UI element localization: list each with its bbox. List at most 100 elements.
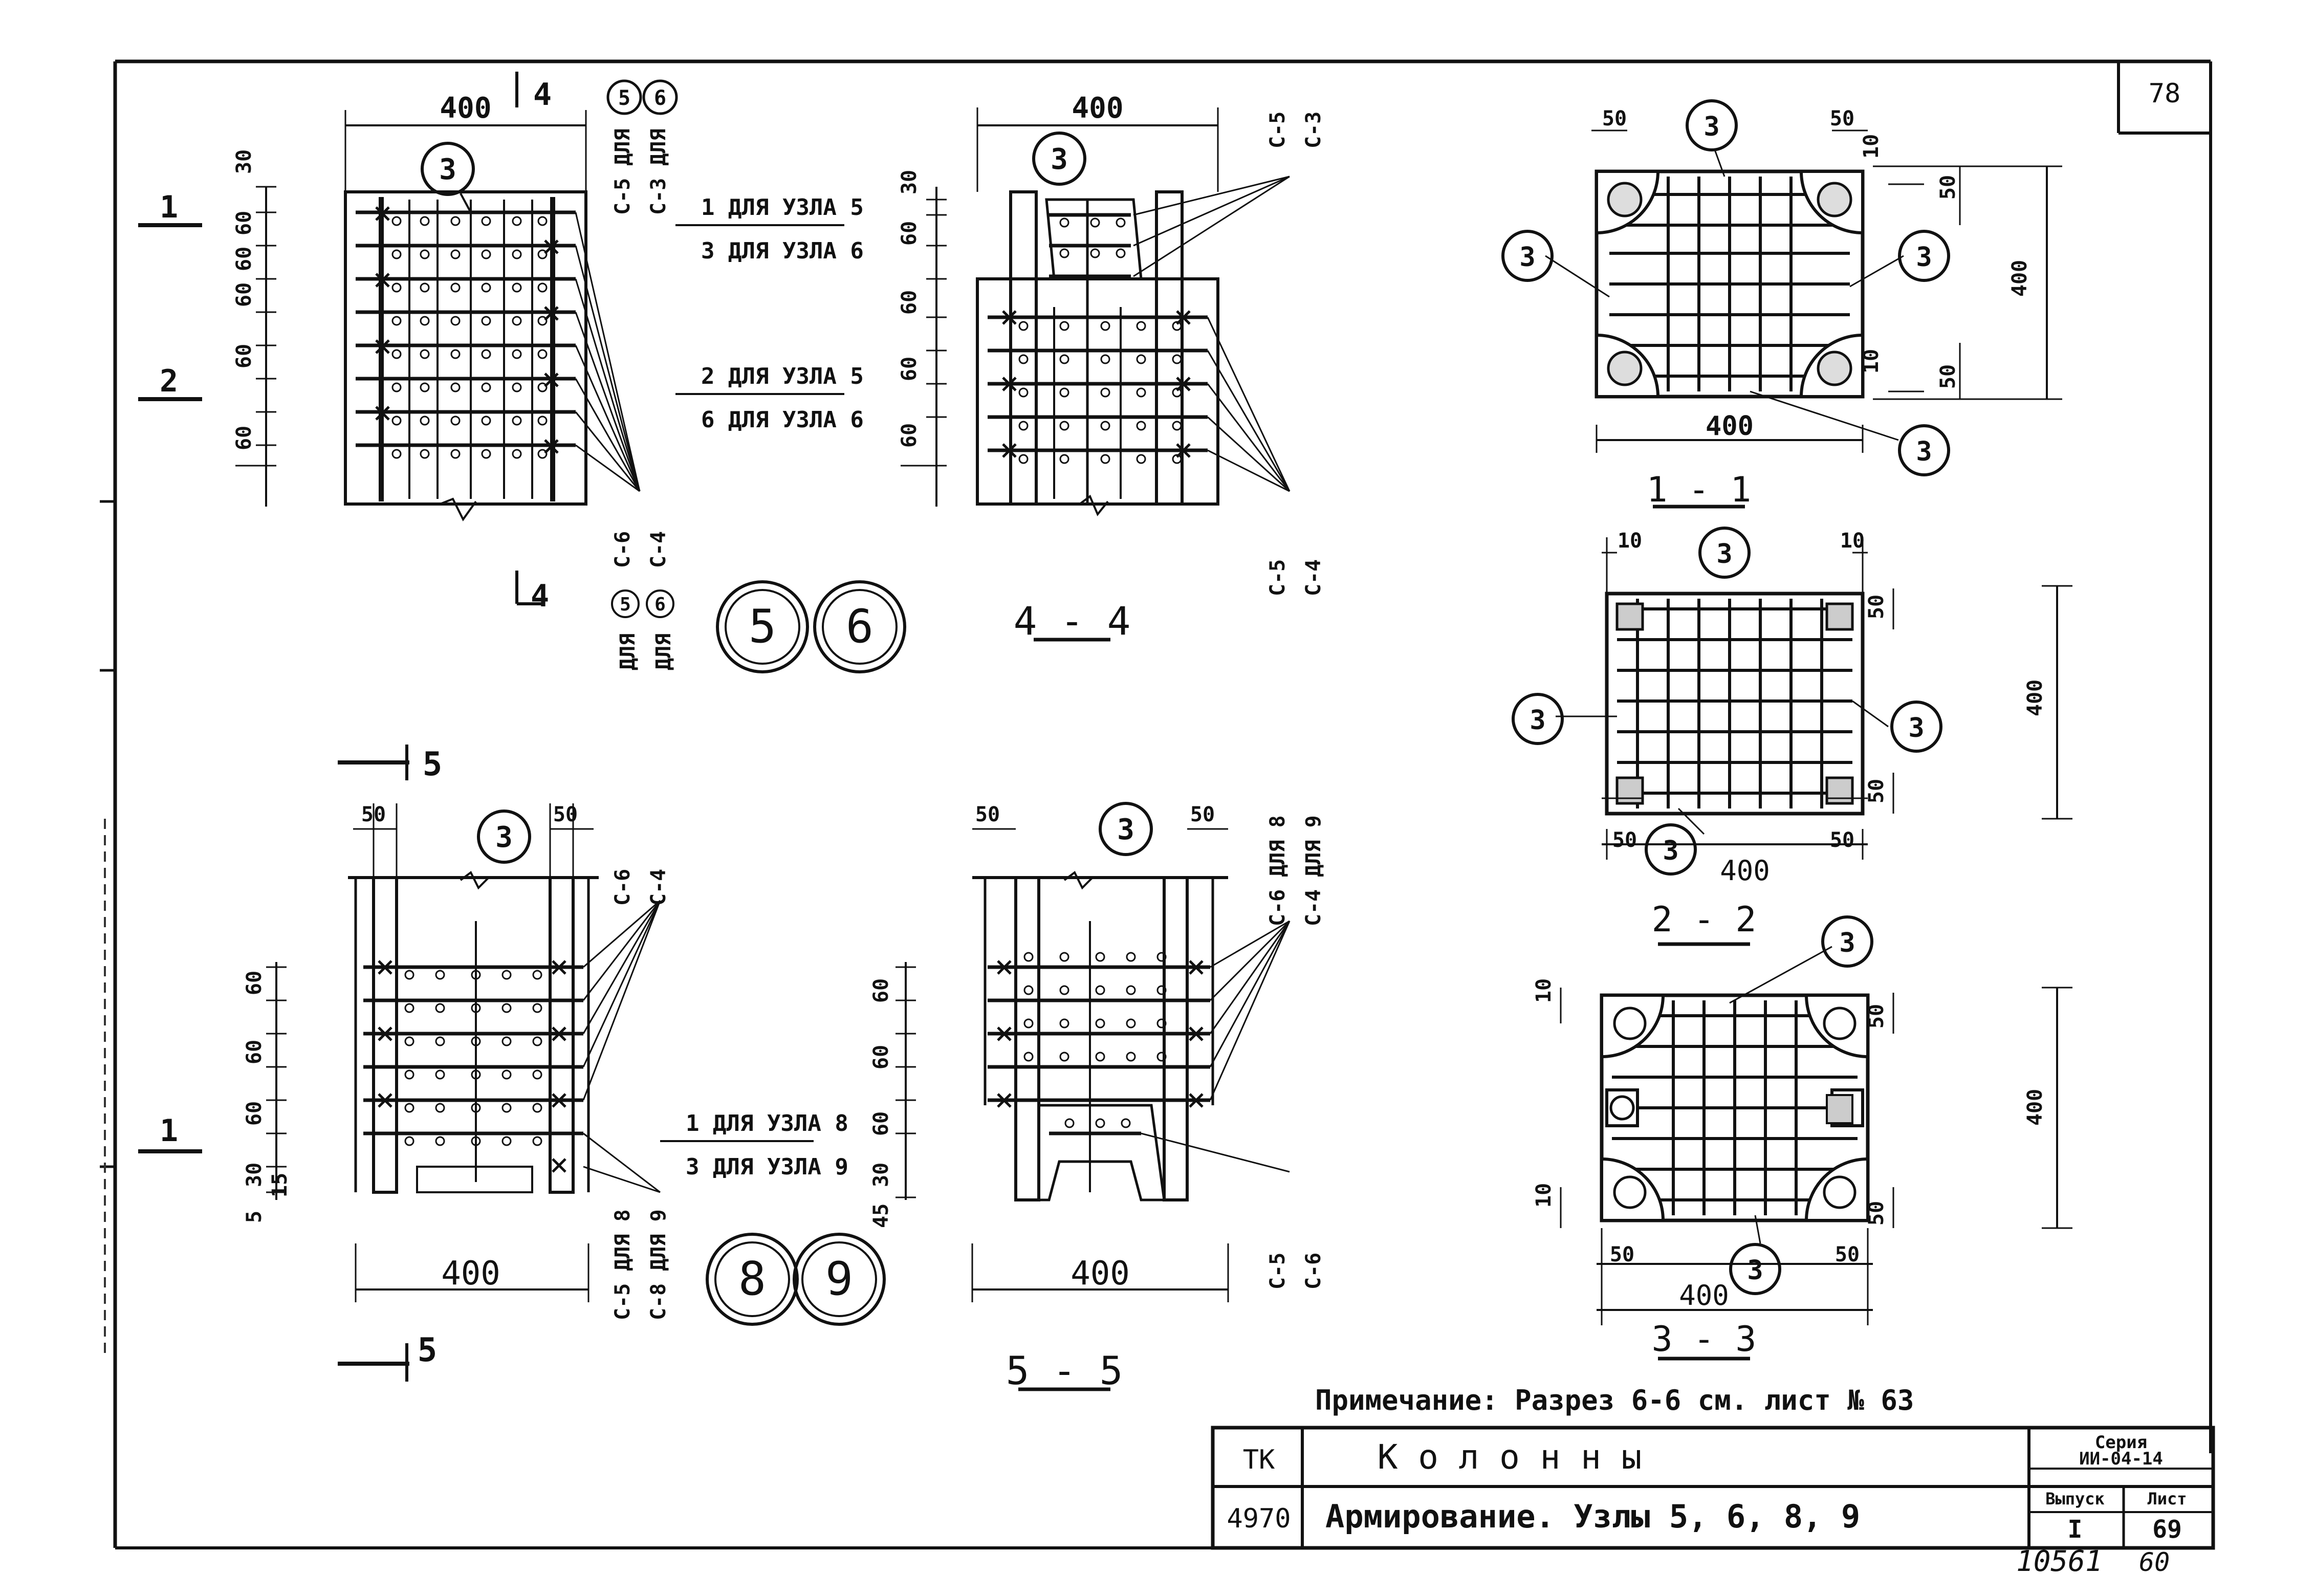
dim-60-b1: 60 <box>243 971 266 995</box>
dim-height-s11: 400 <box>2008 260 2032 297</box>
section-mark-4-top: 4 <box>533 77 552 113</box>
dim-30-a: 30 <box>232 149 256 174</box>
series-label: Серия <box>2095 1432 2147 1453</box>
rebar-marks-s11 <box>1501 99 1950 476</box>
dim-60-a: 60 <box>232 211 256 235</box>
section-4-4-drawing <box>901 107 1291 642</box>
dim-10-s22-a: 10 <box>1618 529 1642 553</box>
plan-section-2-2 <box>1556 537 2072 946</box>
section-mark-5-top: 5 <box>423 746 443 783</box>
dim-50-s33-b: 50 <box>1835 1243 1860 1266</box>
rebar-mark-bottom-left: 3 <box>495 821 513 854</box>
section-mark-1-top: 1 <box>160 189 178 225</box>
dim-60-s55-a: 60 <box>869 978 893 1003</box>
section-mark-4-bottom: 4 <box>531 578 549 614</box>
dim-15-b: 15 <box>268 1173 292 1197</box>
label-c6-for-8: С-6 ДЛЯ 8 <box>1266 815 1290 926</box>
plan-section-3-3 <box>1560 946 2072 1361</box>
dim-50-s55-b: 50 <box>1190 803 1215 826</box>
dim-50-s22-a: 50 <box>1612 828 1637 852</box>
page-footer: 60 <box>2139 1547 2170 1577</box>
marker-node-6-bottom: 6 <box>654 594 666 615</box>
dim-50-s55-a: 50 <box>975 803 1000 826</box>
callout-3-node6: 3 ДЛЯ УЗЛА 6 <box>701 238 864 264</box>
issue-label: Выпуск <box>2045 1489 2105 1508</box>
dim-10-s22-b: 10 <box>1840 529 1865 553</box>
callout-6-node6: 6 ДЛЯ УЗЛА 6 <box>701 407 864 433</box>
marker-node-5-top: 5 <box>618 86 630 110</box>
title-block <box>1211 1426 2215 1550</box>
dim-width-bottom-left: 400 <box>441 1255 500 1293</box>
label-c5-n8: С-5 ДЛЯ 8 <box>611 1209 635 1320</box>
title-main: К о л о н н ы <box>1378 1437 1642 1477</box>
dim-50-s33-c: 50 <box>1865 1004 1888 1029</box>
section-5-5-drawing <box>896 828 1291 1391</box>
label-c4-n8: С-4 <box>647 869 670 906</box>
sheet-label: Лист <box>2147 1489 2187 1508</box>
rebar-mark-s11-top: 3 <box>1704 112 1719 142</box>
label-for-6: ДЛЯ <box>652 633 675 670</box>
dim-60-s44-d: 60 <box>898 423 921 448</box>
rebar-mark-s22-right: 3 <box>1908 713 1924 744</box>
dim-50-s22-b: 50 <box>1830 828 1854 852</box>
node-circle-6: 6 <box>846 600 873 653</box>
dim-10-s33-a: 10 <box>1532 978 1556 1003</box>
dim-30-s44: 30 <box>898 170 921 194</box>
rebar-marks-s22 <box>1512 527 1942 876</box>
sheet-frame <box>100 59 2213 1549</box>
label-c5-s44-bottom: С-5 <box>1266 559 1290 596</box>
elevation-node-8-9 <box>138 745 661 1382</box>
dim-60-s55-b: 60 <box>869 1045 893 1069</box>
label-c5-s55: С-5 <box>1266 1253 1290 1289</box>
marker-node-5-bottom: 5 <box>620 594 631 615</box>
callout-3-node9: 3 ДЛЯ УЗЛА 9 <box>686 1154 848 1180</box>
sheet-value: 69 <box>2152 1515 2182 1544</box>
label-c4: С-4 <box>647 531 670 568</box>
elevation-node-5-6 <box>138 72 641 605</box>
label-c5-s44: С-5 <box>1266 112 1290 148</box>
label-c8-n9: С-8 ДЛЯ 9 <box>647 1209 670 1320</box>
label-c4-for-9: С-4 ДЛЯ 9 <box>1302 815 1325 926</box>
dim-50-s22-d: 50 <box>1865 779 1888 803</box>
dim-60-e: 60 <box>232 426 256 450</box>
dim-50-s11-c: 50 <box>1936 175 1960 200</box>
rebar-mark-s11-left: 3 <box>1519 242 1535 273</box>
section-mark-5-bottom: 5 <box>418 1331 438 1369</box>
section-title-2-2: 2 - 2 <box>1652 900 1757 940</box>
dim-50-left-b: 50 <box>553 803 578 826</box>
dim-30-b: 30 <box>243 1163 266 1187</box>
label-c4-s44-bottom: С-4 <box>1302 559 1325 596</box>
dim-width-s11: 400 <box>1706 411 1754 442</box>
dim-50-left-a: 50 <box>361 803 386 826</box>
rebar-mark-s11-right: 3 <box>1916 242 1932 273</box>
marker-node-6-top: 6 <box>654 86 666 110</box>
dim-10-s33-b: 10 <box>1532 1183 1556 1208</box>
stamp-number: 10561 <box>2016 1545 2103 1578</box>
section-mark-1-bottom: 1 <box>160 1113 178 1149</box>
rebar-mark-s22-bottom: 3 <box>1663 836 1678 866</box>
dim-5-b: 5 <box>243 1211 266 1223</box>
rebar-marks-s33 <box>1729 915 1873 1295</box>
rebar-mark-s33-top: 3 <box>1839 928 1855 958</box>
dim-60-s44-c: 60 <box>898 357 921 381</box>
rebar-mark-s22-left: 3 <box>1530 705 1545 736</box>
dim-30-s55: 30 <box>869 1163 893 1187</box>
issue-value: I <box>2068 1515 2083 1544</box>
dim-width-top-left: 400 <box>440 92 491 125</box>
dim-height-s22: 400 <box>2023 680 2047 716</box>
dim-10-s11-b: 10 <box>1860 349 1883 374</box>
dim-60-b: 60 <box>232 247 256 271</box>
dim-60-d: 60 <box>232 344 256 368</box>
title-block-number: 4970 <box>1227 1503 1291 1534</box>
dim-60-b3: 60 <box>243 1101 266 1126</box>
callout-1-node8: 1 ДЛЯ УЗЛА 8 <box>686 1110 848 1136</box>
dim-height-s33: 400 <box>2023 1089 2047 1126</box>
dim-10-s11-a: 10 <box>1860 134 1883 159</box>
label-c3-for: С-3 ДЛЯ <box>647 128 670 215</box>
rebar-mark-section-5-5: 3 <box>1117 813 1134 846</box>
title-subtitle: Армирование. Узлы 5, 6, 8, 9 <box>1325 1498 1860 1535</box>
label-for-5: ДЛЯ <box>616 633 640 670</box>
dim-50-s11-b: 50 <box>1830 107 1854 130</box>
dim-50-s33-a: 50 <box>1610 1243 1634 1266</box>
